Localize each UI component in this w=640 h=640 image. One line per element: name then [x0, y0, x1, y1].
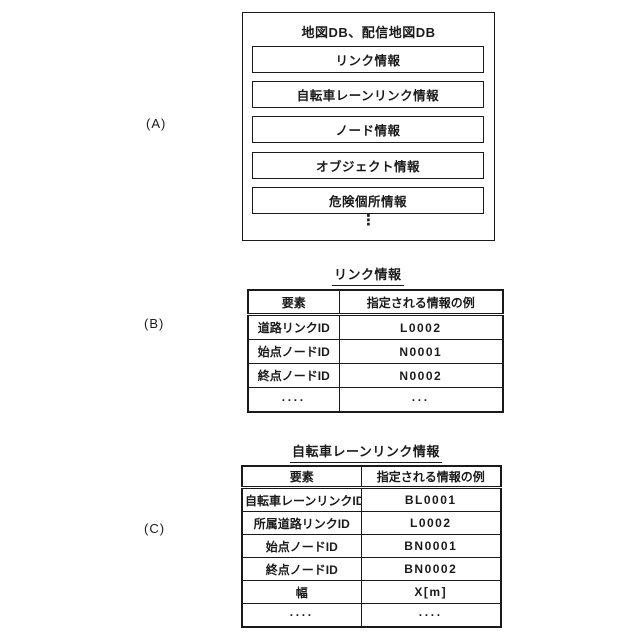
bicycle-header-example: 指定される情報の例: [360, 465, 502, 489]
cell-value: X[m]: [360, 580, 502, 604]
link-table-header-row: 要素 指定される情報の例: [247, 289, 504, 316]
table-row: 終点ノードID N0002: [247, 363, 504, 388]
cell-element: 終点ノードID: [247, 363, 340, 388]
link-header-example: 指定される情報の例: [338, 289, 504, 316]
cell-element: 始点ノードID: [247, 339, 340, 364]
table-row: ···· ····: [241, 603, 502, 628]
bicycle-header-element: 要素: [241, 465, 362, 489]
cell-value: L0002: [360, 511, 502, 535]
table-row: 始点ノードID BN0001: [241, 534, 502, 558]
vertical-ellipsis: ⋮: [361, 212, 376, 229]
cell-element: 終点ノードID: [241, 557, 362, 581]
db-item-bicycle-lane-link-info: 自転車レーンリンク情報: [252, 81, 484, 108]
table-row: 幅 X[m]: [241, 580, 502, 604]
cell-element-ellipsis: ····: [241, 603, 362, 628]
cell-value: L0002: [338, 314, 504, 340]
cell-value: BN0001: [360, 534, 502, 558]
db-item-node-info: ノード情報: [252, 116, 484, 143]
table-row: 所属道路リンクID L0002: [241, 511, 502, 535]
cell-value: BN0002: [360, 557, 502, 581]
link-header-element: 要素: [247, 289, 340, 316]
bicycle-table-title: 自転車レーンリンク情報: [290, 441, 442, 463]
db-item-object-info: オブジェクト情報: [252, 152, 484, 179]
cell-element: 自転車レーンリンクID: [241, 487, 362, 512]
cell-element-ellipsis: ····: [247, 387, 340, 413]
section-label-c: (C): [144, 521, 166, 536]
table-row: ···· ···: [247, 387, 504, 413]
map-db-title: 地図DB、配信地図DB: [301, 25, 436, 40]
bicycle-lane-link-info-table: 要素 指定される情報の例 自転車レーンリンクID BL0001 所属道路リンクI…: [241, 465, 502, 628]
table-row: 自転車レーンリンクID BL0001: [241, 487, 502, 512]
table-row: 終点ノードID BN0002: [241, 557, 502, 581]
cell-value-ellipsis: ···: [338, 387, 504, 413]
cell-value: N0002: [338, 363, 504, 388]
section-label-a: (A): [146, 116, 167, 131]
cell-element: 始点ノードID: [241, 534, 362, 558]
map-db-box: 地図DB、配信地図DB リンク情報 自転車レーンリンク情報 ノード情報 オブジェ…: [242, 12, 495, 241]
link-info-table: 要素 指定される情報の例 道路リンクID L0002 始点ノードID N0001…: [247, 289, 504, 413]
cell-element: 所属道路リンクID: [241, 511, 362, 535]
db-item-link-info: リンク情報: [252, 46, 484, 73]
db-item-hazard-info: 危険個所情報: [252, 187, 484, 214]
cell-element: 道路リンクID: [247, 314, 340, 340]
table-row: 始点ノードID N0001: [247, 339, 504, 364]
bicycle-table-header-row: 要素 指定される情報の例: [241, 465, 502, 489]
link-table-title: リンク情報: [332, 264, 404, 286]
cell-element: 幅: [241, 580, 362, 604]
cell-value: BL0001: [360, 487, 502, 512]
cell-value: N0001: [338, 339, 504, 364]
section-label-b: (B): [144, 316, 165, 331]
table-row: 道路リンクID L0002: [247, 314, 504, 340]
cell-value-ellipsis: ····: [360, 603, 502, 628]
